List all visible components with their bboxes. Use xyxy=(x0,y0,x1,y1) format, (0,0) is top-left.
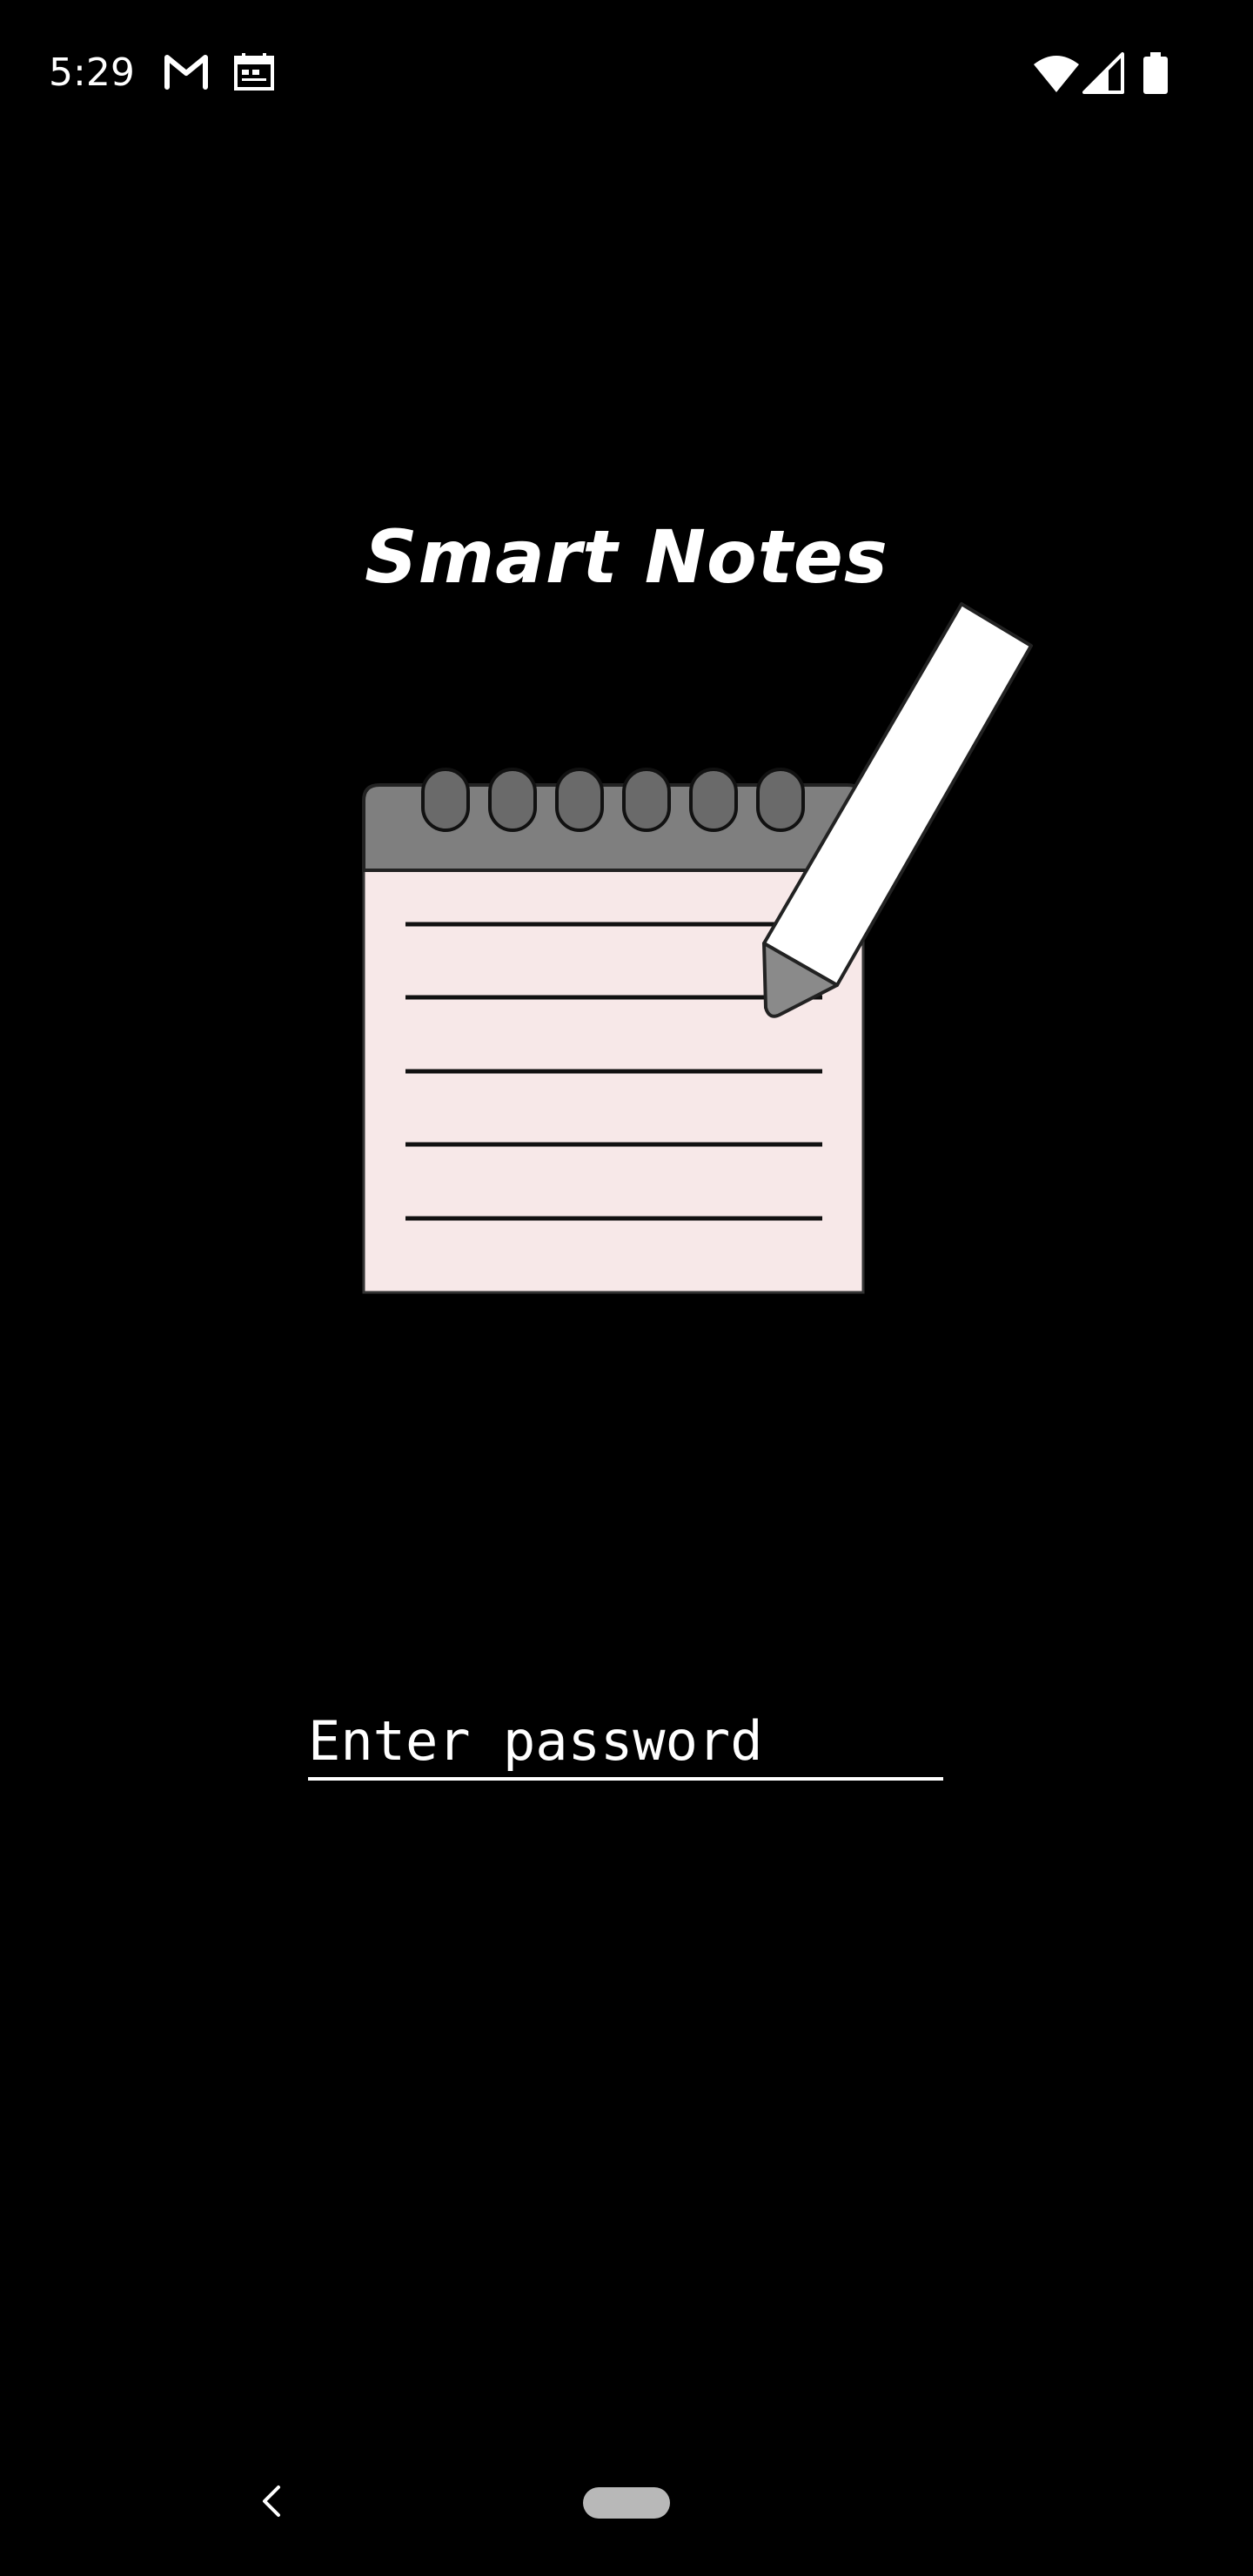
battery-icon xyxy=(1143,52,1168,94)
gmail-icon xyxy=(164,55,208,90)
calendar-icon xyxy=(234,53,274,91)
status-time: 5:29 xyxy=(49,50,135,95)
home-pill-icon[interactable] xyxy=(583,2487,670,2519)
back-icon[interactable] xyxy=(252,2482,291,2520)
cell-signal-icon xyxy=(1082,52,1124,94)
password-input[interactable] xyxy=(308,1704,943,1781)
app-title: Smart Notes xyxy=(365,514,888,600)
notepad-pencil-icon xyxy=(362,602,1033,1294)
wifi-icon xyxy=(1034,56,1079,92)
status-bar: 5:29 xyxy=(0,0,1253,148)
